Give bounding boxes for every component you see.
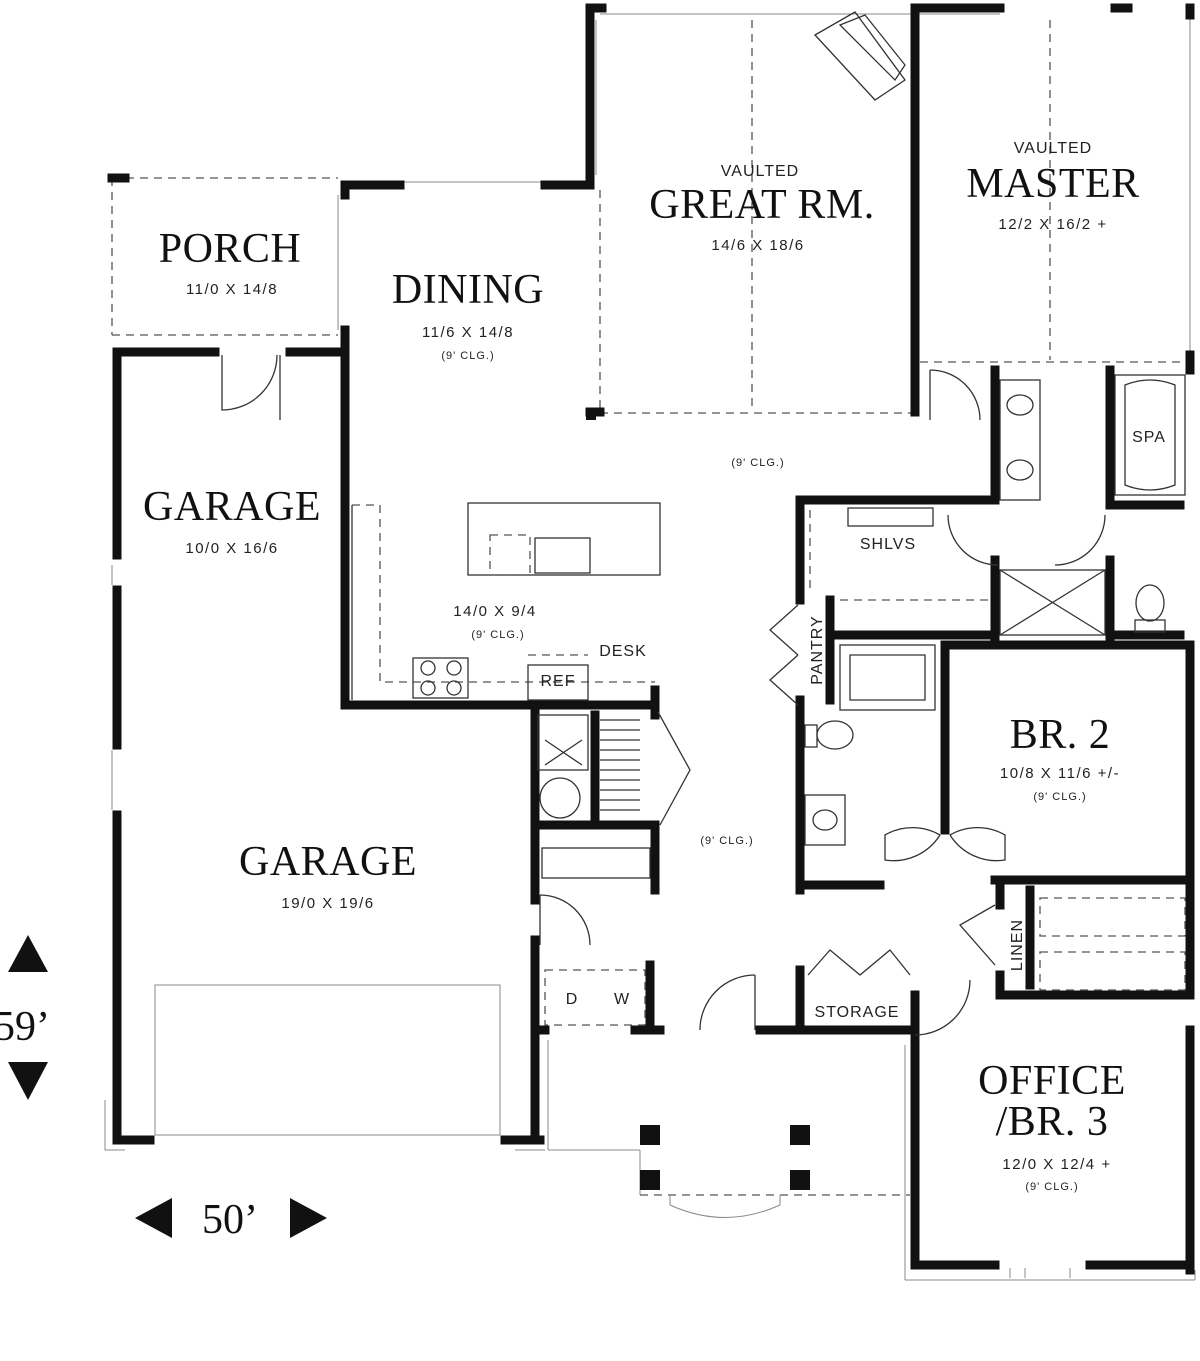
br2-dims: 10/8 X 11/6 +/- [1000,765,1120,782]
hall-ceiling: (9' CLG.) [700,835,753,847]
large-garage-name: GARAGE [239,839,417,885]
br2-name: BR. 2 [1010,712,1111,758]
small-garage-name: GARAGE [143,484,321,530]
great-room-dims: 14/6 X 18/6 [711,237,804,254]
dining-ceiling: (9' CLG.) [441,350,494,362]
great-room-vaulted: VAULTED [721,163,799,180]
kitchen-ceiling: (9' CLG.) [471,629,524,641]
br2-ceiling: (9' CLG.) [1033,791,1086,803]
porch-name: PORCH [159,226,302,272]
overall-width: 50’ [202,1197,258,1243]
master-dims: 12/2 X 16/2 + [998,216,1107,233]
office-name-line1: OFFICE [978,1058,1126,1104]
kitchen-dims: 14/0 X 9/4 [453,603,536,620]
depth-down-arrow-icon [8,1062,48,1100]
fixtures [221,11,1186,1278]
walls [107,3,1195,1275]
overall-depth: 59’ [0,1004,50,1050]
dining-dims: 11/6 X 14/8 [422,324,514,341]
master-vaulted: VAULTED [1014,140,1092,157]
office-dims: 12/0 X 12/4 + [1002,1156,1111,1173]
living-ceiling: (9' CLG.) [731,457,784,469]
office-ceiling: (9' CLG.) [1025,1181,1078,1193]
linen-label: LINEN [1009,919,1026,971]
desk-label: DESK [599,643,647,660]
thin-lines [104,13,1196,1281]
storage-label: STORAGE [815,1004,900,1021]
overall-dimensions: 59’ 50’ [0,935,327,1243]
dining-name: DINING [392,267,544,313]
great-room-name: GREAT RM. [649,182,874,228]
depth-up-arrow-icon [8,935,48,972]
pantry-label: PANTRY [809,615,826,684]
large-garage-dims: 19/0 X 19/6 [281,895,374,912]
shelves-label: SHLVS [860,536,916,553]
width-left-arrow-icon [135,1198,172,1238]
porch-dims: 11/0 X 14/8 [186,281,278,298]
small-garage-dims: 10/0 X 16/6 [185,540,278,557]
ref-label: REF [541,673,576,690]
fixture-labels: SPA SHLVS DESK REF PANTRY LINEN STORAGE … [541,429,1166,1021]
room-labels: PORCH 11/0 X 14/8 DINING 11/6 X 14/8 (9'… [143,140,1139,1193]
office-name-line2: /BR. 3 [996,1099,1109,1145]
width-right-arrow-icon [290,1198,327,1238]
master-name: MASTER [966,161,1139,207]
spa-label: SPA [1132,429,1166,446]
washer-label: W [614,991,630,1008]
dryer-label: D [566,991,579,1008]
